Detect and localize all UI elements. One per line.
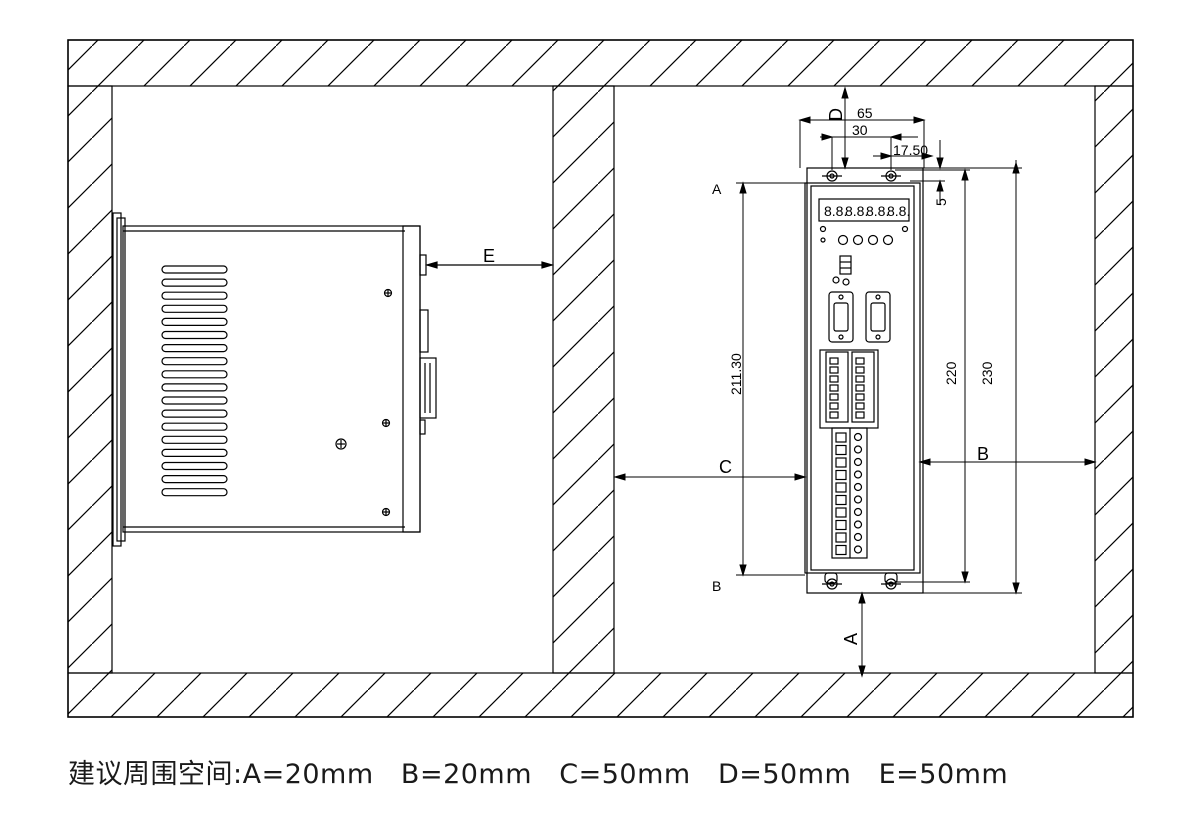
power-terminal-hole — [853, 520, 863, 529]
dim-width-total: 65 — [857, 105, 873, 121]
power-terminal-hole — [853, 445, 863, 454]
middle-wall-hatch — [552, 85, 615, 674]
gap-label-a: A — [841, 633, 861, 645]
db9-connectors — [828, 291, 891, 343]
bottom-wall-hatch — [67, 672, 1134, 718]
signal-terminal — [829, 393, 839, 401]
front-dimension-lines — [613, 86, 1097, 678]
power-terminal-screw — [835, 469, 847, 481]
vent-slot — [161, 330, 228, 340]
installation-clearance-diagram: E — [67, 39, 1134, 718]
power-terminal-screw — [835, 482, 847, 493]
vent-slot — [161, 396, 228, 405]
dim-hole-offset: 17.50 — [893, 142, 928, 158]
power-terminal-screw — [835, 457, 847, 468]
caption-item-b: B=20mm — [400, 759, 533, 790]
dim-height-holes: 220 — [943, 361, 959, 385]
power-terminal-hole — [853, 432, 863, 442]
power-terminal-hole — [853, 532, 863, 542]
vent-slot — [161, 357, 228, 366]
vent-slot — [161, 344, 228, 353]
top-wall-hatch — [67, 39, 1134, 87]
panel-buttons — [819, 225, 909, 246]
power-terminal-block — [831, 427, 868, 559]
vent-slot — [161, 435, 228, 444]
vent-slot — [161, 461, 228, 471]
signal-terminal — [855, 393, 865, 401]
mounting-holes — [822, 170, 901, 590]
ref-label-a: A — [712, 181, 722, 197]
vent-slot — [161, 304, 228, 313]
vent-slot — [161, 265, 228, 274]
vent-slot — [161, 370, 228, 379]
signal-terminal — [829, 375, 839, 383]
power-terminal-hole — [853, 470, 863, 479]
gap-label-c: C — [719, 457, 732, 477]
caption-prefix: 建议周围空间: — [68, 759, 243, 790]
power-terminals — [835, 432, 863, 556]
caption-item-a: A=20mm — [242, 759, 374, 790]
led-display — [818, 198, 910, 222]
power-terminal-screw — [835, 432, 847, 443]
cabinet-enclosure — [67, 39, 1134, 718]
power-terminal-screw — [835, 532, 847, 543]
signal-terminal — [829, 357, 839, 365]
gap-label-d: D — [826, 108, 846, 121]
dim-hole-spacing: 30 — [852, 122, 868, 138]
display-digit-4: 8.8. — [887, 203, 910, 219]
dim-height-inner: 211.30 — [728, 353, 744, 395]
signal-terminal — [855, 402, 865, 410]
caption-item-d: D=50mm — [717, 759, 852, 790]
vent-slot — [161, 475, 228, 484]
signal-terminal — [829, 366, 839, 374]
dim-height-total: 230 — [979, 361, 995, 385]
signal-terminal — [855, 411, 865, 419]
clearance-caption: 建议周围空间:A=20mm B=20mm C=50mm D=50mm E=50m… — [68, 752, 1008, 791]
power-terminal-hole — [853, 545, 863, 554]
display-digit-3: 8.8. — [866, 203, 889, 219]
side-view-screws — [335, 288, 393, 517]
signal-terminal — [855, 375, 865, 383]
caption-item-e: E=50mm — [878, 759, 1009, 790]
vent-slot — [161, 488, 228, 497]
signal-terminal — [829, 384, 839, 392]
vent-slot — [161, 317, 228, 326]
vent-slot — [161, 278, 228, 287]
signal-terminal — [855, 384, 865, 392]
power-terminal-screw — [835, 507, 847, 518]
power-terminal-screw — [835, 494, 847, 506]
power-terminal-hole — [853, 507, 863, 517]
right-wall-hatch — [1094, 85, 1134, 674]
vent-slot — [161, 383, 228, 392]
vent-slot — [161, 291, 228, 300]
power-terminal-hole — [853, 457, 863, 467]
power-terminal-screw — [835, 444, 847, 456]
terminal-rows — [829, 357, 865, 419]
vent-slot — [161, 422, 228, 431]
power-terminal-hole — [853, 482, 863, 492]
drive-side-view — [112, 212, 437, 547]
vent-slot — [161, 409, 228, 418]
signal-terminal-blocks — [819, 349, 879, 429]
ventilation-slots — [161, 265, 228, 497]
display-digit-2: 8.8. — [845, 203, 868, 219]
power-terminal-screw — [835, 519, 847, 531]
drive-front-view — [804, 167, 924, 594]
vent-slot — [161, 448, 228, 457]
signal-terminal — [829, 402, 839, 410]
power-terminal-hole — [853, 495, 863, 504]
gap-label-b: B — [977, 444, 989, 464]
dim-hole-edge: 5 — [933, 198, 949, 206]
signal-terminal — [855, 357, 865, 365]
left-wall-hatch — [67, 85, 113, 674]
power-terminal-screw — [835, 544, 847, 556]
signal-terminal — [829, 411, 839, 419]
ref-label-b: B — [712, 578, 721, 594]
caption-item-c: C=50mm — [559, 759, 691, 790]
led-digits: 8.8. 8.8. 8.8. 8.8. — [824, 203, 910, 219]
signal-terminal — [855, 366, 865, 374]
gap-label-e: E — [483, 246, 495, 266]
display-digit-1: 8.8. — [824, 203, 847, 219]
dimension-e — [424, 261, 555, 269]
